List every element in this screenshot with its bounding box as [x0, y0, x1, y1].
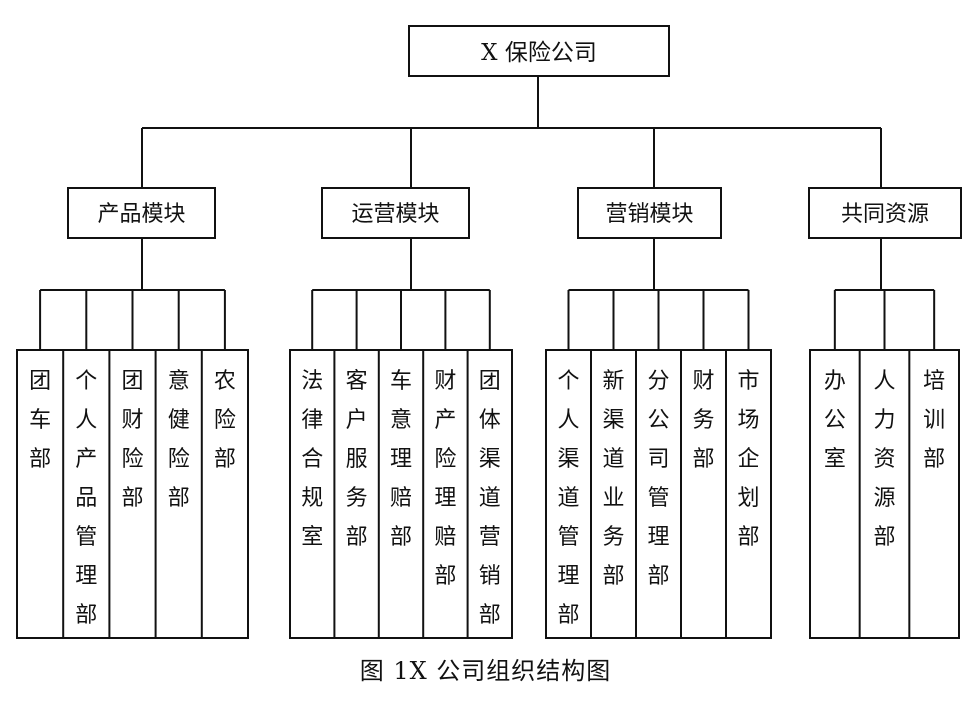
department-label: 市场企划部 — [737, 369, 759, 550]
module-box — [577, 187, 722, 239]
department-label: 财务部 — [692, 369, 714, 472]
department-group-box — [545, 349, 772, 639]
department-label: 团车部 — [29, 369, 51, 472]
department-label: 农险部 — [214, 369, 236, 472]
department-label: 团体渠道营销部 — [479, 369, 501, 628]
module-label: 产品模块 — [97, 202, 185, 227]
root-box — [408, 25, 670, 77]
department-label: 法律合规室 — [301, 369, 323, 550]
department-label: 人力资源部 — [873, 369, 895, 550]
department-group-box — [16, 349, 249, 639]
module-box — [321, 187, 470, 239]
department-label: 意健险部 — [168, 369, 190, 511]
department-label: 办公室 — [824, 369, 846, 472]
department-label: 新渠道业务部 — [602, 369, 624, 589]
module-box — [67, 187, 216, 239]
figure-caption: 图 1X 公司组织结构图 — [359, 657, 612, 685]
module-label: 共同资源 — [841, 202, 929, 227]
department-label: 分公司管理部 — [647, 369, 669, 589]
department-label: 客户服务部 — [346, 369, 368, 550]
module-box — [808, 187, 962, 239]
department-label: 个人渠道管理部 — [557, 369, 579, 628]
root-label: X 保险公司 — [481, 40, 597, 66]
department-group-box — [289, 349, 513, 639]
department-label: 团财险部 — [121, 369, 143, 511]
department-label: 车意理赔部 — [390, 369, 412, 550]
module-label: 运营模块 — [351, 202, 439, 227]
department-label: 财产险理赔部 — [434, 369, 456, 589]
department-group-box — [809, 349, 960, 639]
module-label: 营销模块 — [605, 202, 693, 227]
department-label: 个人产品管理部 — [75, 369, 97, 628]
department-label: 培训部 — [923, 369, 945, 472]
